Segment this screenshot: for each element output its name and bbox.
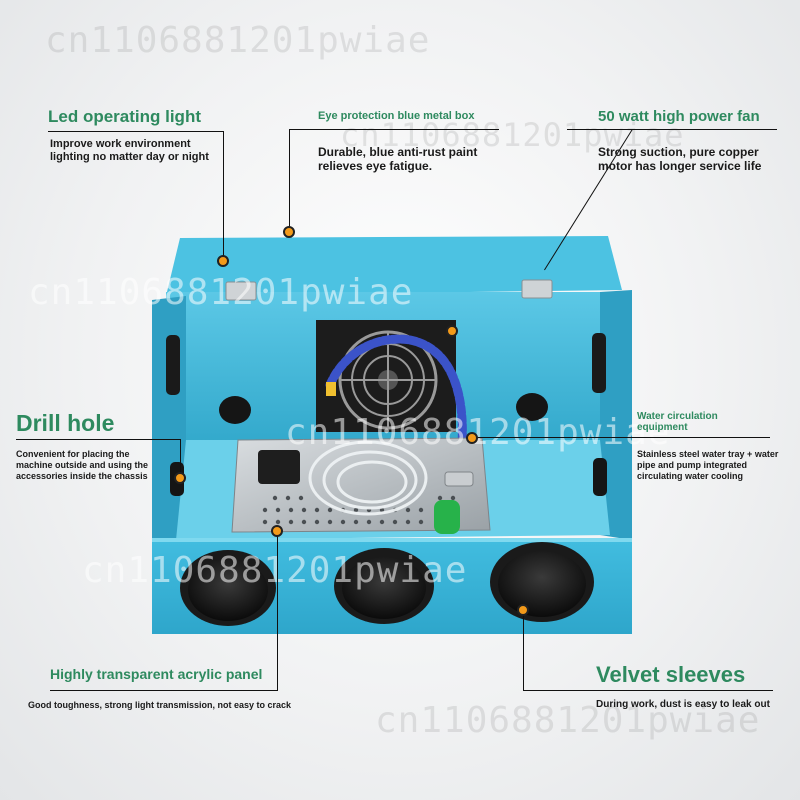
marker-acrylic [271,525,283,537]
marker-velvet [517,604,529,616]
led-light-right [592,333,606,393]
velvet-desc: During work, dust is easy to leak out [596,699,770,710]
grommet-left-back [219,396,251,424]
box-right-wall [600,290,632,540]
watermark: cn1106881201pwiae [28,272,414,313]
watermark: cn1106881201pwiae [45,20,431,61]
marker-led [217,255,229,267]
water-pump [434,500,460,534]
marker-fan [446,325,458,337]
watermark: cn1106881201pwiae [375,700,761,741]
led-light-left [166,335,180,395]
watermark: cn1106881201pwiae [285,412,671,453]
fan-desc: Strong suction, pure copper motor has lo… [598,145,762,174]
coolant-hose [325,334,467,450]
marker-box [283,226,295,238]
power-adapter [258,450,300,484]
clear-tubing-coil [308,440,428,516]
box-title: Eye protection blue metal box [318,110,475,122]
box-desc: Durable, blue anti-rust paint relieves e… [318,145,478,174]
water-title: Water circulation equipment [637,411,718,433]
grommet-right-side [593,458,607,496]
drill-title: Drill hole [16,410,115,436]
marker-drill [174,472,186,484]
watermark: cn1106881201pwiae [340,116,685,154]
water-desc: Stainless steel water tray + water pipe … [637,449,779,481]
led-title: Led operating light [48,107,201,126]
led-desc: Improve work environment lighting no mat… [50,138,209,164]
hinge-left [225,281,257,301]
box-top-edge [166,236,622,296]
watermark: cn1106881201pwiae [82,550,468,591]
fan-title: 50 watt high power fan [598,108,760,125]
hinge-right [521,279,553,299]
acrylic-title: Highly transparent acrylic panel [50,666,263,682]
grommet-right-back [516,393,548,421]
velvet-title: Velvet sleeves [596,662,746,687]
acrylic-desc: Good toughness, strong light transmissio… [28,700,292,710]
marker-water [466,432,478,444]
drill-desc: Convenient for placing the machine outsi… [16,449,149,481]
